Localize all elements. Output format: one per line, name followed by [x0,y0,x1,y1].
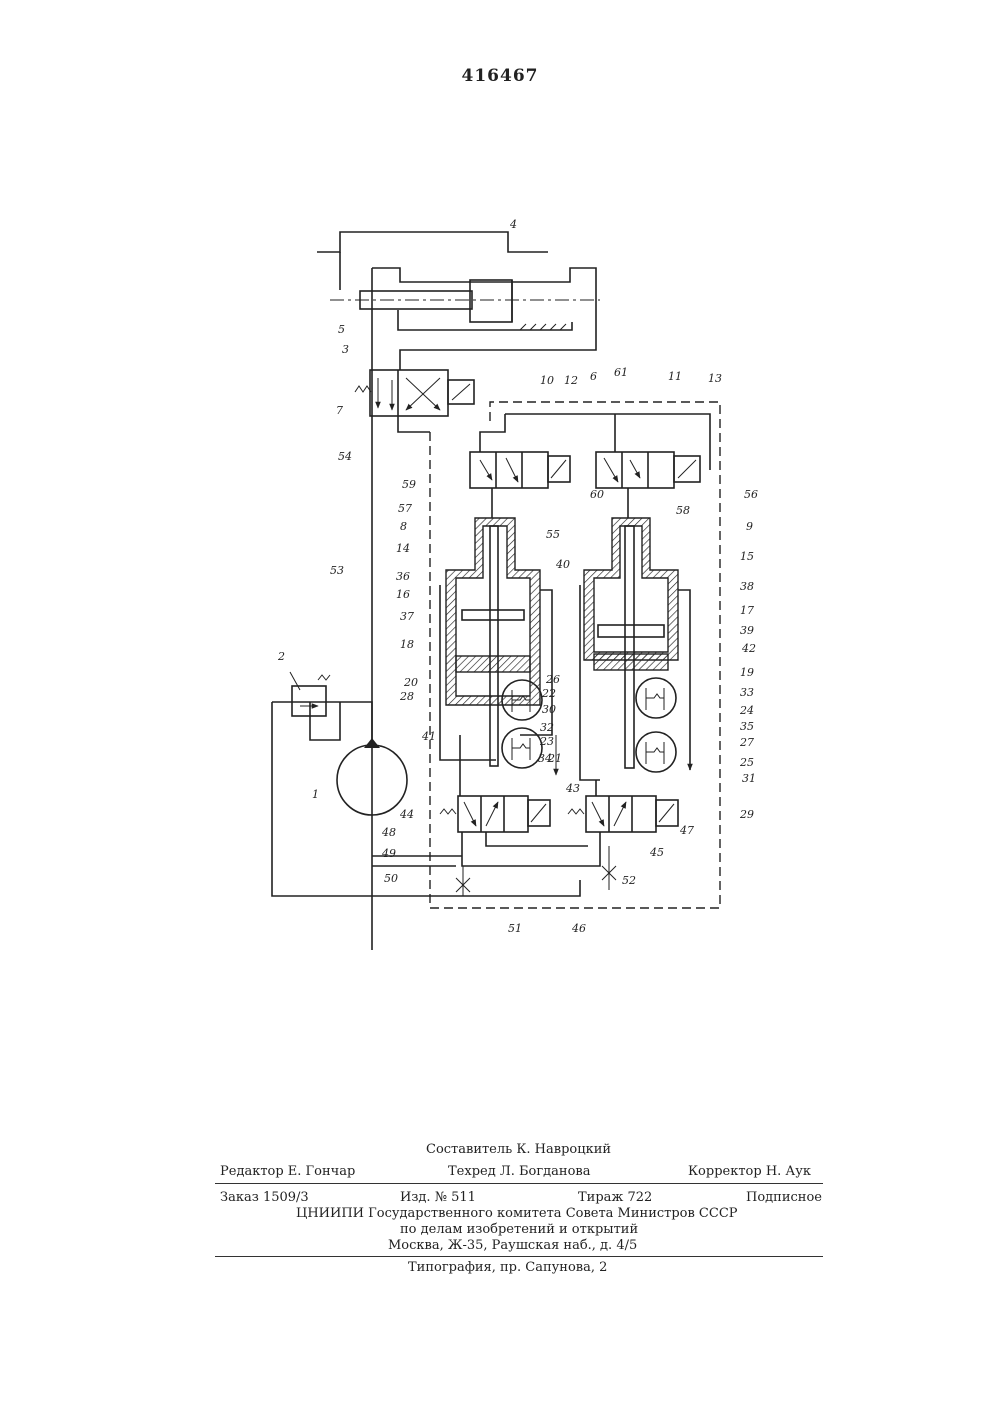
actuator-cylinder [317,232,600,950]
svg-text:61: 61 [614,366,628,379]
svg-text:54: 54 [338,450,352,463]
svg-text:2: 2 [277,650,285,663]
svg-text:46: 46 [571,922,586,935]
techred: Техред Л. Богданова [448,1164,590,1179]
svg-text:60: 60 [590,488,604,501]
svg-text:11: 11 [668,370,682,383]
svg-text:53: 53 [330,564,344,577]
svg-text:1: 1 [312,788,319,801]
lines-46-51 [372,832,600,866]
svg-text:36: 36 [396,570,410,583]
org-line-2: по делам изобретений и открытий [400,1222,638,1237]
svg-text:55: 55 [546,528,560,541]
svg-text:22: 22 [541,687,556,700]
svg-text:56: 56 [744,488,758,501]
svg-text:57: 57 [398,502,412,515]
svg-text:21: 21 [547,752,562,765]
svg-text:45: 45 [649,846,664,859]
circulation: Тираж 722 [578,1190,652,1205]
valve-44 [440,796,550,832]
svg-text:20: 20 [403,676,418,689]
svg-text:33: 33 [740,686,754,699]
limit-switch-24 [636,678,676,718]
svg-text:23: 23 [539,735,554,748]
svg-text:58: 58 [676,504,690,517]
divider-bottom [215,1256,823,1257]
svg-text:10: 10 [540,374,554,387]
svg-text:31: 31 [742,772,756,785]
svg-text:28: 28 [399,690,414,703]
svg-text:47: 47 [679,824,694,837]
org-line-3: Москва, Ж-35, Раушская наб., д. 4/5 [388,1238,637,1253]
corrector: Корректор Н. Аук [688,1164,811,1179]
svg-text:32: 32 [540,721,554,734]
svg-text:13: 13 [708,372,722,385]
svg-text:50: 50 [384,872,398,885]
limit-switch-23 [502,728,542,768]
svg-text:29: 29 [739,808,754,821]
svg-text:5: 5 [338,323,345,336]
svg-text:12: 12 [564,374,578,387]
svg-text:18: 18 [400,638,414,651]
svg-text:42: 42 [741,642,756,655]
cylinder-8 [440,518,552,766]
svg-text:19: 19 [740,666,754,679]
order: Заказ 1509/3 [220,1190,309,1205]
compiler: Составитель К. Навроцкий [426,1142,611,1157]
svg-text:51: 51 [508,922,522,935]
edition: Изд. № 511 [400,1190,476,1205]
svg-text:4: 4 [509,218,517,231]
svg-text:41: 41 [421,730,436,743]
svg-text:15: 15 [740,550,754,563]
throttle-52 [602,846,616,890]
svg-text:52: 52 [622,874,636,887]
svg-text:24: 24 [739,704,754,717]
limit-switch-25 [636,732,676,772]
divider-top [215,1183,823,1184]
svg-text:37: 37 [400,610,414,623]
supply-line-61 [480,414,710,470]
svg-text:59: 59 [402,478,416,491]
svg-text:25: 25 [739,756,754,769]
svg-text:7: 7 [336,404,343,417]
svg-text:40: 40 [555,558,570,571]
svg-text:9: 9 [746,520,753,533]
hydraulic-schematic: 4 5 3 7 10 12 6 61 11 13 54 59 60 57 55 … [0,0,1000,1000]
svg-text:49: 49 [381,847,396,860]
svg-text:30: 30 [542,703,556,716]
svg-text:8: 8 [400,520,407,533]
valve-45 [568,796,678,832]
svg-text:26: 26 [545,673,560,686]
svg-text:38: 38 [740,580,754,593]
svg-text:14: 14 [396,542,410,555]
svg-text:6: 6 [590,370,597,383]
org-line-1: ЦНИИПИ Государственного комитета Совета … [296,1206,738,1221]
direction-valve-7 [355,330,596,432]
throttle-50 [456,866,470,896]
svg-text:3: 3 [342,343,349,356]
printer: Типография, пр. Сапунова, 2 [408,1260,607,1275]
subscription: Подписное [746,1190,822,1205]
svg-text:48: 48 [381,826,396,839]
svg-text:17: 17 [740,604,754,617]
svg-text:43: 43 [565,782,580,795]
svg-text:44: 44 [399,808,414,821]
svg-text:27: 27 [739,736,754,749]
svg-text:35: 35 [740,720,754,733]
svg-text:16: 16 [396,588,410,601]
editor: Редактор Е. Гончар [220,1164,355,1179]
pilot-valve-10 [470,452,570,518]
svg-text:39: 39 [740,624,754,637]
cylinder-9 [580,518,690,780]
